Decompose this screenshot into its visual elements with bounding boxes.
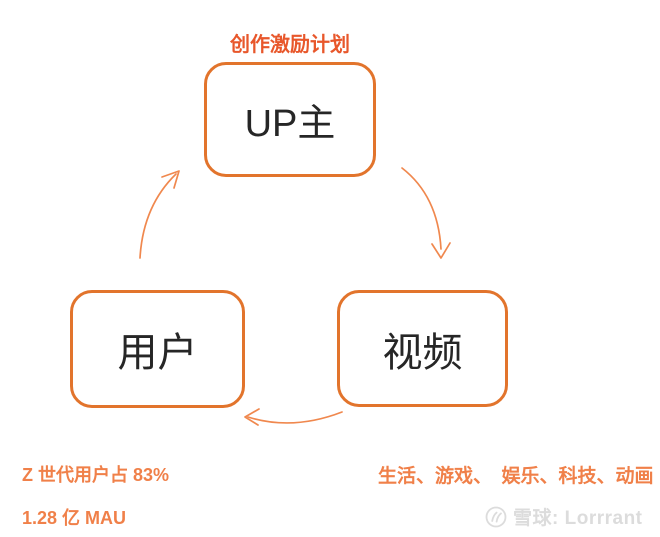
watermark-text: 雪球: Lorrrant <box>513 508 643 529</box>
diagram-title: 创作激励计划 <box>230 34 350 56</box>
snowball-logo-icon <box>485 506 507 527</box>
stat-z-generation: Z 世代用户占 83% <box>22 465 170 485</box>
node-video: 视频 <box>337 290 508 407</box>
stat-mau: 1.28 亿 MAU <box>22 508 127 528</box>
node-video-label: 视频 <box>382 330 463 375</box>
node-user-label: 用户 <box>117 331 198 375</box>
node-up-owner-label: UP主 <box>244 103 336 145</box>
arrow-user-to-up <box>139 170 180 259</box>
node-user: 用户 <box>70 290 245 408</box>
watermark: 雪球: Lorrrant <box>484 503 643 530</box>
arrow-up-to-video <box>401 167 451 259</box>
node-up-owner: UP主 <box>204 62 376 177</box>
content-categories: 生活、游戏、 娱乐、科技、动画 <box>378 466 654 487</box>
arrow-video-to-user <box>244 408 343 426</box>
